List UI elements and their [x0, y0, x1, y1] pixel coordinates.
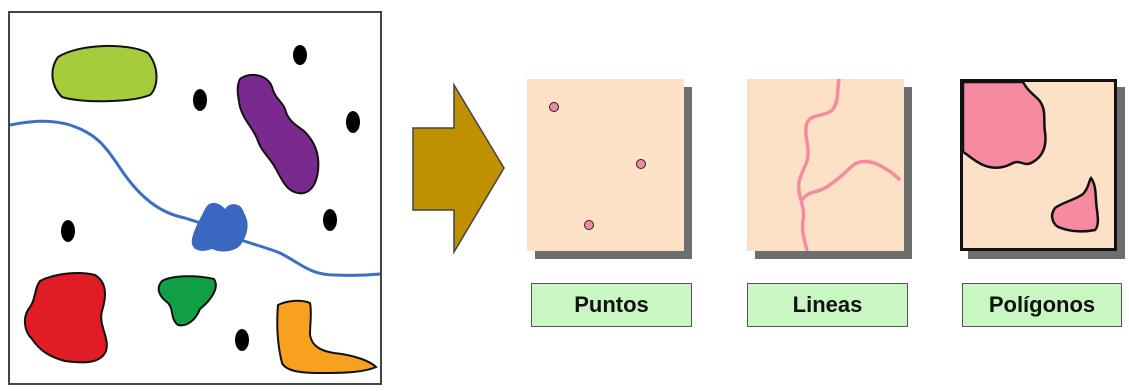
- points-drawing: [549, 102, 646, 230]
- polygons-label: Polígonos: [962, 283, 1122, 327]
- points-label: Puntos: [531, 283, 692, 327]
- points-tile: [527, 79, 684, 251]
- lines-label: Lineas: [747, 283, 908, 327]
- source-map-panel: [8, 11, 382, 385]
- points-panel: [527, 79, 693, 261]
- polygon-feature: [963, 82, 1047, 169]
- river-line: [9, 119, 381, 277]
- polygon-darkgreen: [157, 275, 217, 327]
- polygon-feature: [1050, 176, 1100, 233]
- dot: [323, 209, 337, 231]
- dot: [293, 45, 307, 65]
- polygon-orange: [276, 299, 378, 375]
- dot: [61, 220, 75, 242]
- point-marker: [584, 220, 594, 230]
- dot: [235, 329, 249, 351]
- polygon-lightgreen: [51, 45, 158, 103]
- point-marker: [636, 159, 646, 169]
- source-map-drawing: [9, 45, 381, 375]
- polygon-red: [24, 272, 108, 364]
- right-arrow-icon: [412, 82, 505, 255]
- polygons-tile: [960, 79, 1117, 251]
- polygons-drawing: [963, 82, 1100, 233]
- dot: [346, 111, 360, 133]
- polygon-blue: [191, 202, 248, 252]
- point-marker: [549, 102, 559, 112]
- lines-drawing: [796, 79, 901, 251]
- polygon-purple: [236, 73, 320, 195]
- lines-panel: [747, 79, 913, 261]
- polygons-panel: [960, 79, 1126, 261]
- lines-tile: [747, 79, 904, 251]
- dot: [193, 89, 207, 111]
- line-feature: [796, 79, 841, 251]
- line-feature: [801, 159, 901, 201]
